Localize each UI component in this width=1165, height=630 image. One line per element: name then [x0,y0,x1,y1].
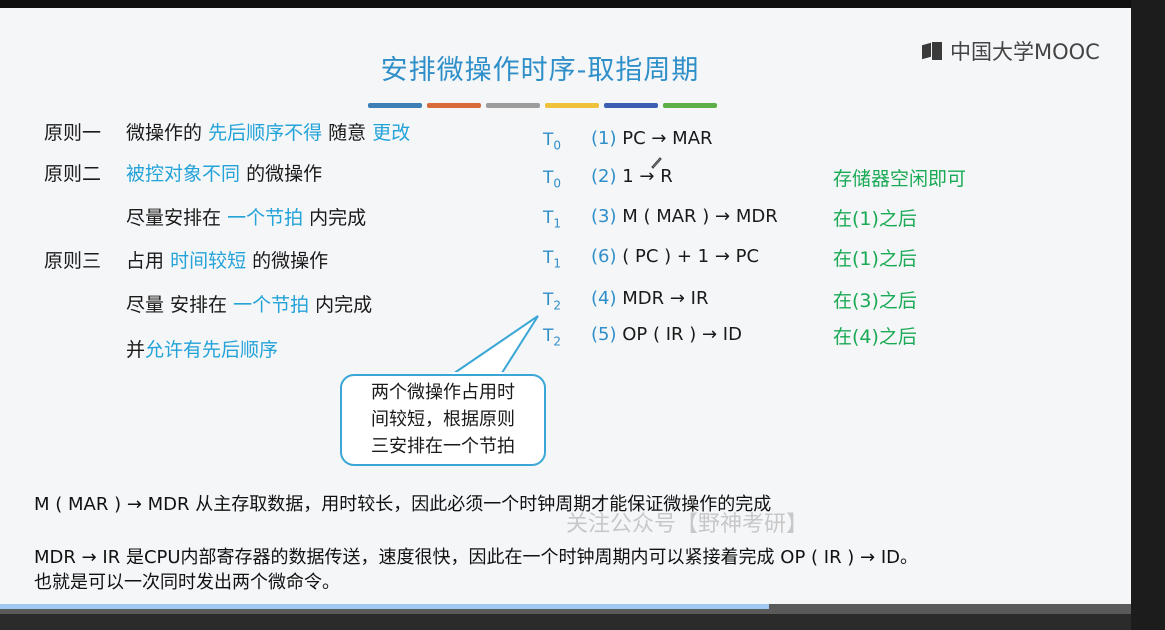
principle-3-text: 占用 时间较短 的微操作 [126,246,328,273]
micro-op: (4) MDR → IR [591,288,709,309]
p3-e: 一个节拍 [233,294,310,316]
micro-op: (2) 1 → R [591,166,673,187]
principle-2-label: 原则二 [44,163,102,185]
p1-c: 随意 [328,122,367,144]
slide: 中国大学MOOC 安排微操作时序-取指周期 原则一 微操作的 先后顺序不得 随意… [0,8,1131,604]
micro-op: (3) M ( MAR ) → MDR [591,206,778,227]
principle-3-line3: 并允许有先后顺序 [126,335,278,362]
principle-2-line2: 尽量安排在 一个节拍 内完成 [126,203,366,230]
video-control-bar [0,614,1131,630]
top-border [0,0,1165,8]
p3-b: 时间较短 [170,250,247,272]
p3-a: 占用 [126,250,165,272]
principle-1-label: 原则一 [44,122,102,144]
micro-op: (1) PC → MAR [591,128,713,149]
p3-f: 内完成 [315,294,373,316]
micro-op-note: 在(3)之后 [833,290,917,312]
callout-line-1: 两个微操作占用时 [371,382,515,403]
principle-3-line2: 尽量 安排在 一个节拍 内完成 [126,290,372,317]
p1-a: 微操作的 [126,122,203,144]
callout-line-3: 三安排在一个节拍 [371,436,515,457]
title-color-bar [663,103,717,108]
mooc-logo: 中国大学MOOC [922,36,1100,66]
p2-d: 一个节拍 [227,207,304,229]
p1-b: 先后顺序不得 [208,122,323,144]
p2-c: 尽量安排在 [126,207,222,229]
explanation-line-3: 也就是可以一次同时发出两个微命令。 [34,572,340,593]
pencil-cursor-icon [650,154,662,169]
player-side-strip [1131,0,1165,630]
p2-e: 内完成 [309,207,367,229]
watermark: 关注公众号【野神考研】 [566,512,809,537]
title-color-bar [427,103,481,108]
p2-b: 的微操作 [246,163,323,185]
title-color-bar [368,103,422,108]
timing-label: T0 [543,130,562,153]
mooc-logo-icon [922,42,944,60]
p3-d: 尽量 安排在 [126,294,228,316]
timing-label: T2 [543,290,562,313]
slide-title: 安排微操作时序-取指周期 [380,55,700,86]
principle-2-text: 被控对象不同 的微操作 [126,159,322,186]
micro-op-note: 存储器空闲即可 [833,168,967,190]
video-progress-track[interactable] [0,604,1131,614]
p2-a: 被控对象不同 [126,163,241,185]
timing-label: T1 [543,248,562,271]
p3-c: 的微操作 [252,250,329,272]
timing-label: T2 [543,326,562,349]
video-progress-fill [0,604,770,609]
micro-op-note: 在(4)之后 [833,326,917,348]
micro-op: (6) ( PC ) + 1 → PC [591,246,760,267]
p1-d: 更改 [372,122,411,144]
explanation-line-2: MDR → IR 是CPU内部寄存器的数据传送，速度很快，因此在一个时钟周期内可… [34,547,919,568]
micro-op: (5) OP ( IR ) → ID [591,324,742,345]
micro-op-note: 在(1)之后 [833,208,917,230]
principle-3-label: 原则三 [44,250,102,272]
title-color-bar [545,103,599,108]
title-color-bar [604,103,658,108]
p3-g: 并 [126,339,146,361]
p3-h: 允许有先后顺序 [145,339,279,361]
callout-box: 两个微操作占用时 间较短，根据原则 三安排在一个节拍 [340,374,546,466]
logo-text: 中国大学MOOC [950,40,1100,64]
title-color-bar [486,103,540,108]
timing-label: T0 [543,168,562,191]
micro-op-note: 在(1)之后 [833,248,917,270]
timing-label: T1 [543,208,562,231]
callout-line-2: 间较短，根据原则 [371,409,515,430]
explanation-line-1: M ( MAR ) → MDR 从主存取数据，用时较长，因此必须一个时钟周期才能… [34,494,772,515]
principle-1-text: 微操作的 先后顺序不得 随意 更改 [126,118,410,145]
